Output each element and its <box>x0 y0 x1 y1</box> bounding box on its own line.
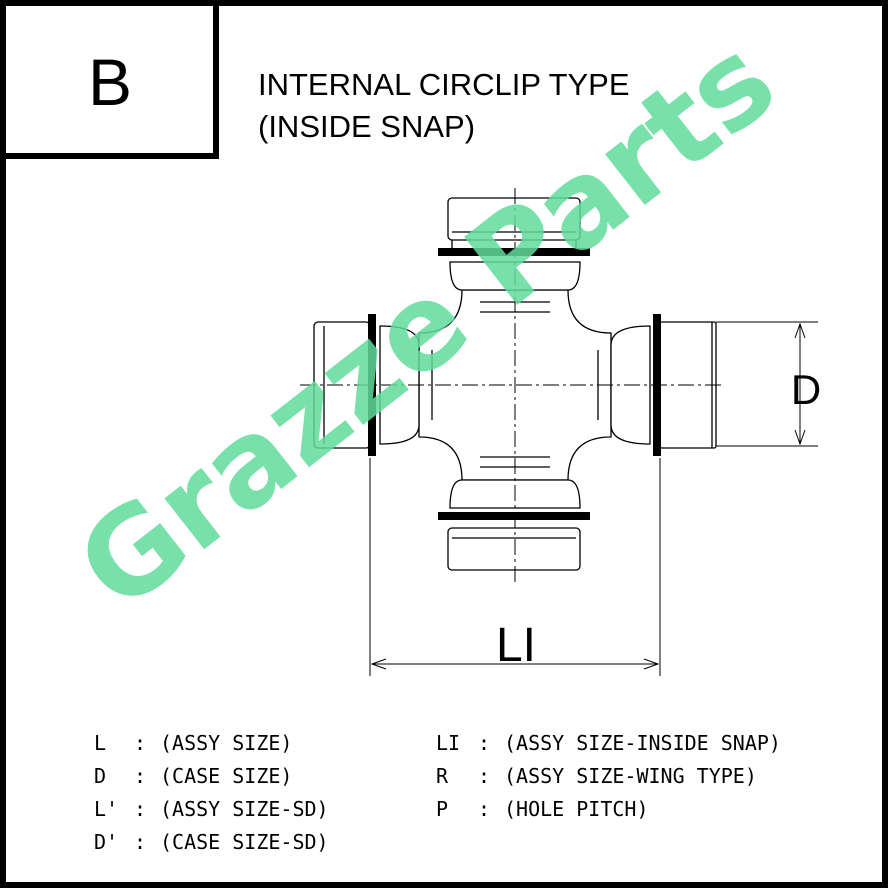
dim-li-arrow-right <box>643 658 660 670</box>
legend-desc-d-sd: (CASE SIZE-SD) <box>160 830 329 854</box>
circlip-left <box>368 314 376 456</box>
legend-desc-d: (CASE SIZE) <box>160 764 292 788</box>
legend-sep: : <box>134 830 146 854</box>
legend-desc-l-sd: (ASSY SIZE-SD) <box>160 797 329 821</box>
legend-code-l: L <box>94 731 106 755</box>
dimension-d-label: D <box>791 366 821 413</box>
circlip-bottom <box>438 512 590 520</box>
badge-letter: B <box>88 45 132 119</box>
legend-code-d-sd: D' <box>94 830 118 854</box>
centerlines <box>300 188 725 585</box>
legend: L : (ASSY SIZE) D : (CASE SIZE) L' : (AS… <box>94 731 781 854</box>
circlip-top <box>438 248 590 256</box>
dimension-d <box>716 321 818 447</box>
dim-li-arrow-left <box>370 658 387 670</box>
legend-sep: : <box>134 731 146 755</box>
legend-sep: : <box>134 764 146 788</box>
left-cup-neck <box>379 325 420 445</box>
legend-sep: : <box>478 797 490 821</box>
legend-sep: : <box>478 731 490 755</box>
title-line-2: (INSIDE SNAP) <box>258 109 475 144</box>
dimension-li <box>369 458 661 676</box>
badge-box <box>0 0 219 159</box>
legend-code-li: LI <box>436 731 460 755</box>
bottom-bearing-cup <box>447 527 581 571</box>
legend-sep: : <box>134 797 146 821</box>
top-bearing-cup <box>447 197 581 241</box>
legend-code-d: D <box>94 764 106 788</box>
legend-code-l-sd: L' <box>94 797 118 821</box>
legend-code-r: R <box>436 764 449 788</box>
legend-desc-r: (ASSY SIZE-WING TYPE) <box>504 764 757 788</box>
legend-desc-p: (HOLE PITCH) <box>504 797 649 821</box>
title-line-1: INTERNAL CIRCLIP TYPE <box>258 67 630 102</box>
dim-d-arrow-top <box>794 322 806 339</box>
legend-sep: : <box>478 764 490 788</box>
legend-desc-li: (ASSY SIZE-INSIDE SNAP) <box>504 731 781 755</box>
legend-code-p: P <box>436 797 448 821</box>
dimension-li-label: LI <box>496 619 536 672</box>
dim-d-arrow-bottom <box>794 429 806 446</box>
legend-desc-l: (ASSY SIZE) <box>160 731 292 755</box>
